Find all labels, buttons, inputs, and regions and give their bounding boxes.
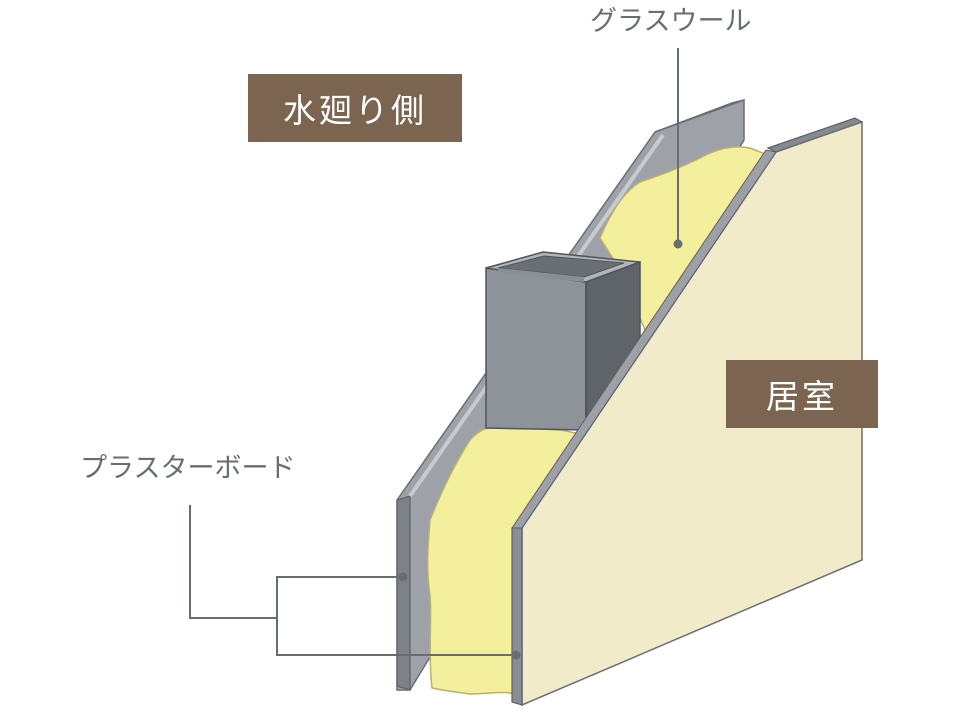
plaster-board-leader (189, 505, 521, 660)
water-side-label: 水廻り側 (248, 74, 462, 142)
living-room-label: 居室 (726, 360, 878, 428)
glass-wool-leader (673, 48, 683, 249)
plaster-board-label: プラスターボード (80, 453, 296, 484)
glass-wool-label: グラスウール (590, 6, 752, 37)
front-plasterboard (511, 117, 864, 707)
